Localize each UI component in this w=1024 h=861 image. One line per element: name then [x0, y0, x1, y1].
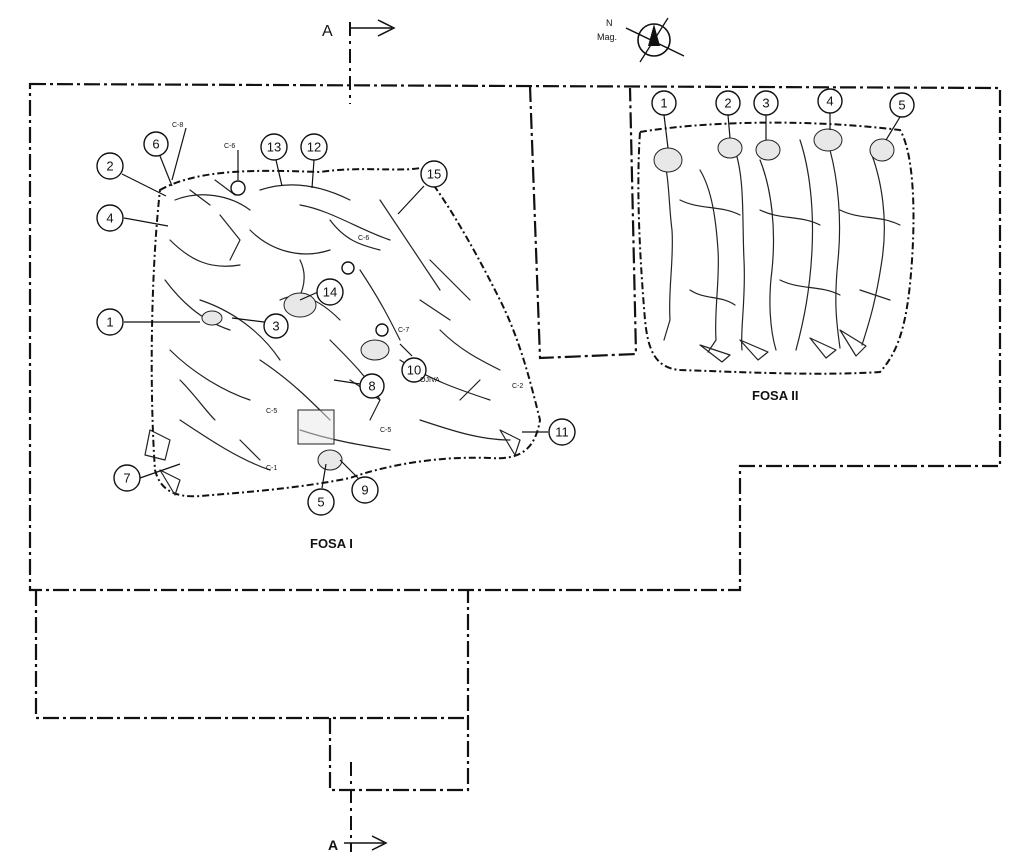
body-callout: 3	[753, 90, 779, 140]
casing-label: C-1	[266, 465, 277, 472]
pit-2-callouts: 1 2 3 4 5	[651, 88, 915, 149]
casing-label: C-5	[266, 408, 277, 415]
svg-text:4: 4	[826, 94, 833, 109]
svg-text:2: 2	[724, 96, 731, 111]
north-arrow: N Mag.	[597, 17, 685, 63]
ojiva-label: OJIVA	[420, 377, 440, 384]
svg-text:1: 1	[106, 315, 113, 330]
casing-label: C-2	[512, 383, 523, 390]
body-callout: 14	[299, 278, 344, 306]
section-marker-bottom: A	[328, 762, 388, 853]
svg-text:8: 8	[368, 379, 375, 394]
casing-label: C-5	[380, 427, 391, 434]
pit-1-artifact-labels: C-8 C-6 C-6 C-7 C-5 C-5 C-2 C-1 OJIVA	[171, 122, 523, 472]
north-arrow-n-label: N	[606, 18, 613, 28]
pit-2-enclosure	[528, 85, 638, 360]
svg-text:14: 14	[323, 285, 337, 300]
svg-text:5: 5	[898, 98, 905, 113]
body-callout: 10	[399, 343, 427, 383]
body-callout: 7	[113, 463, 181, 492]
pit-2-outline	[637, 121, 915, 375]
body-callout: 12	[300, 133, 328, 189]
casing-label: C-6	[224, 143, 235, 150]
casing-label: C-8	[172, 122, 183, 129]
body-callout: 13	[260, 133, 288, 187]
pit-1: 1 2 4 6 13	[96, 122, 576, 551]
svg-text:5: 5	[317, 495, 324, 510]
body-callout: 1	[96, 308, 200, 336]
svg-text:12: 12	[307, 140, 321, 155]
body-callout: 3	[231, 313, 289, 339]
body-callout: 6	[143, 131, 173, 187]
body-callout: 8	[333, 373, 385, 399]
site-boundary	[28, 82, 1002, 792]
svg-text:1: 1	[660, 96, 667, 111]
casing-label: C-6	[358, 235, 369, 242]
body-callout: 4	[96, 204, 169, 232]
pit-1-remains-sketch	[144, 179, 521, 496]
pit-2-label: FOSA II	[752, 388, 798, 403]
svg-text:11: 11	[555, 425, 569, 440]
svg-text:9: 9	[361, 483, 368, 498]
svg-text:3: 3	[762, 96, 769, 111]
body-callout: 4	[817, 88, 843, 130]
north-arrow-mag-label: Mag.	[597, 32, 617, 42]
svg-text:15: 15	[427, 167, 441, 182]
body-callout: 1	[651, 90, 677, 149]
svg-text:10: 10	[407, 363, 421, 378]
body-callout: 2	[96, 152, 167, 197]
compass-icon	[625, 17, 685, 63]
svg-text:4: 4	[106, 211, 113, 226]
svg-text:3: 3	[272, 319, 279, 334]
pit-2-remains-sketch	[653, 128, 901, 363]
pit-2: 1 2 3 4 5 FOSA II	[637, 88, 915, 403]
casing-label: C-7	[398, 327, 409, 334]
body-callout: 2	[715, 90, 741, 139]
body-callout: 5	[307, 463, 335, 516]
pit-1-label: FOSA I	[310, 536, 353, 551]
svg-text:7: 7	[123, 471, 130, 486]
section-marker-top: A	[322, 19, 396, 104]
body-callout: 15	[397, 160, 448, 215]
svg-text:13: 13	[267, 140, 281, 155]
svg-text:2: 2	[106, 159, 113, 174]
pit-1-callouts: 1 2 4 6 13	[96, 131, 576, 516]
pit-1-outline	[150, 166, 542, 498]
body-callout: 5	[885, 92, 915, 141]
section-marker-bottom-letter: A	[328, 837, 338, 853]
svg-text:6: 6	[152, 137, 159, 152]
section-marker-top-letter: A	[322, 23, 333, 40]
body-callout: 9	[339, 459, 379, 504]
body-callout: 11	[522, 418, 576, 446]
